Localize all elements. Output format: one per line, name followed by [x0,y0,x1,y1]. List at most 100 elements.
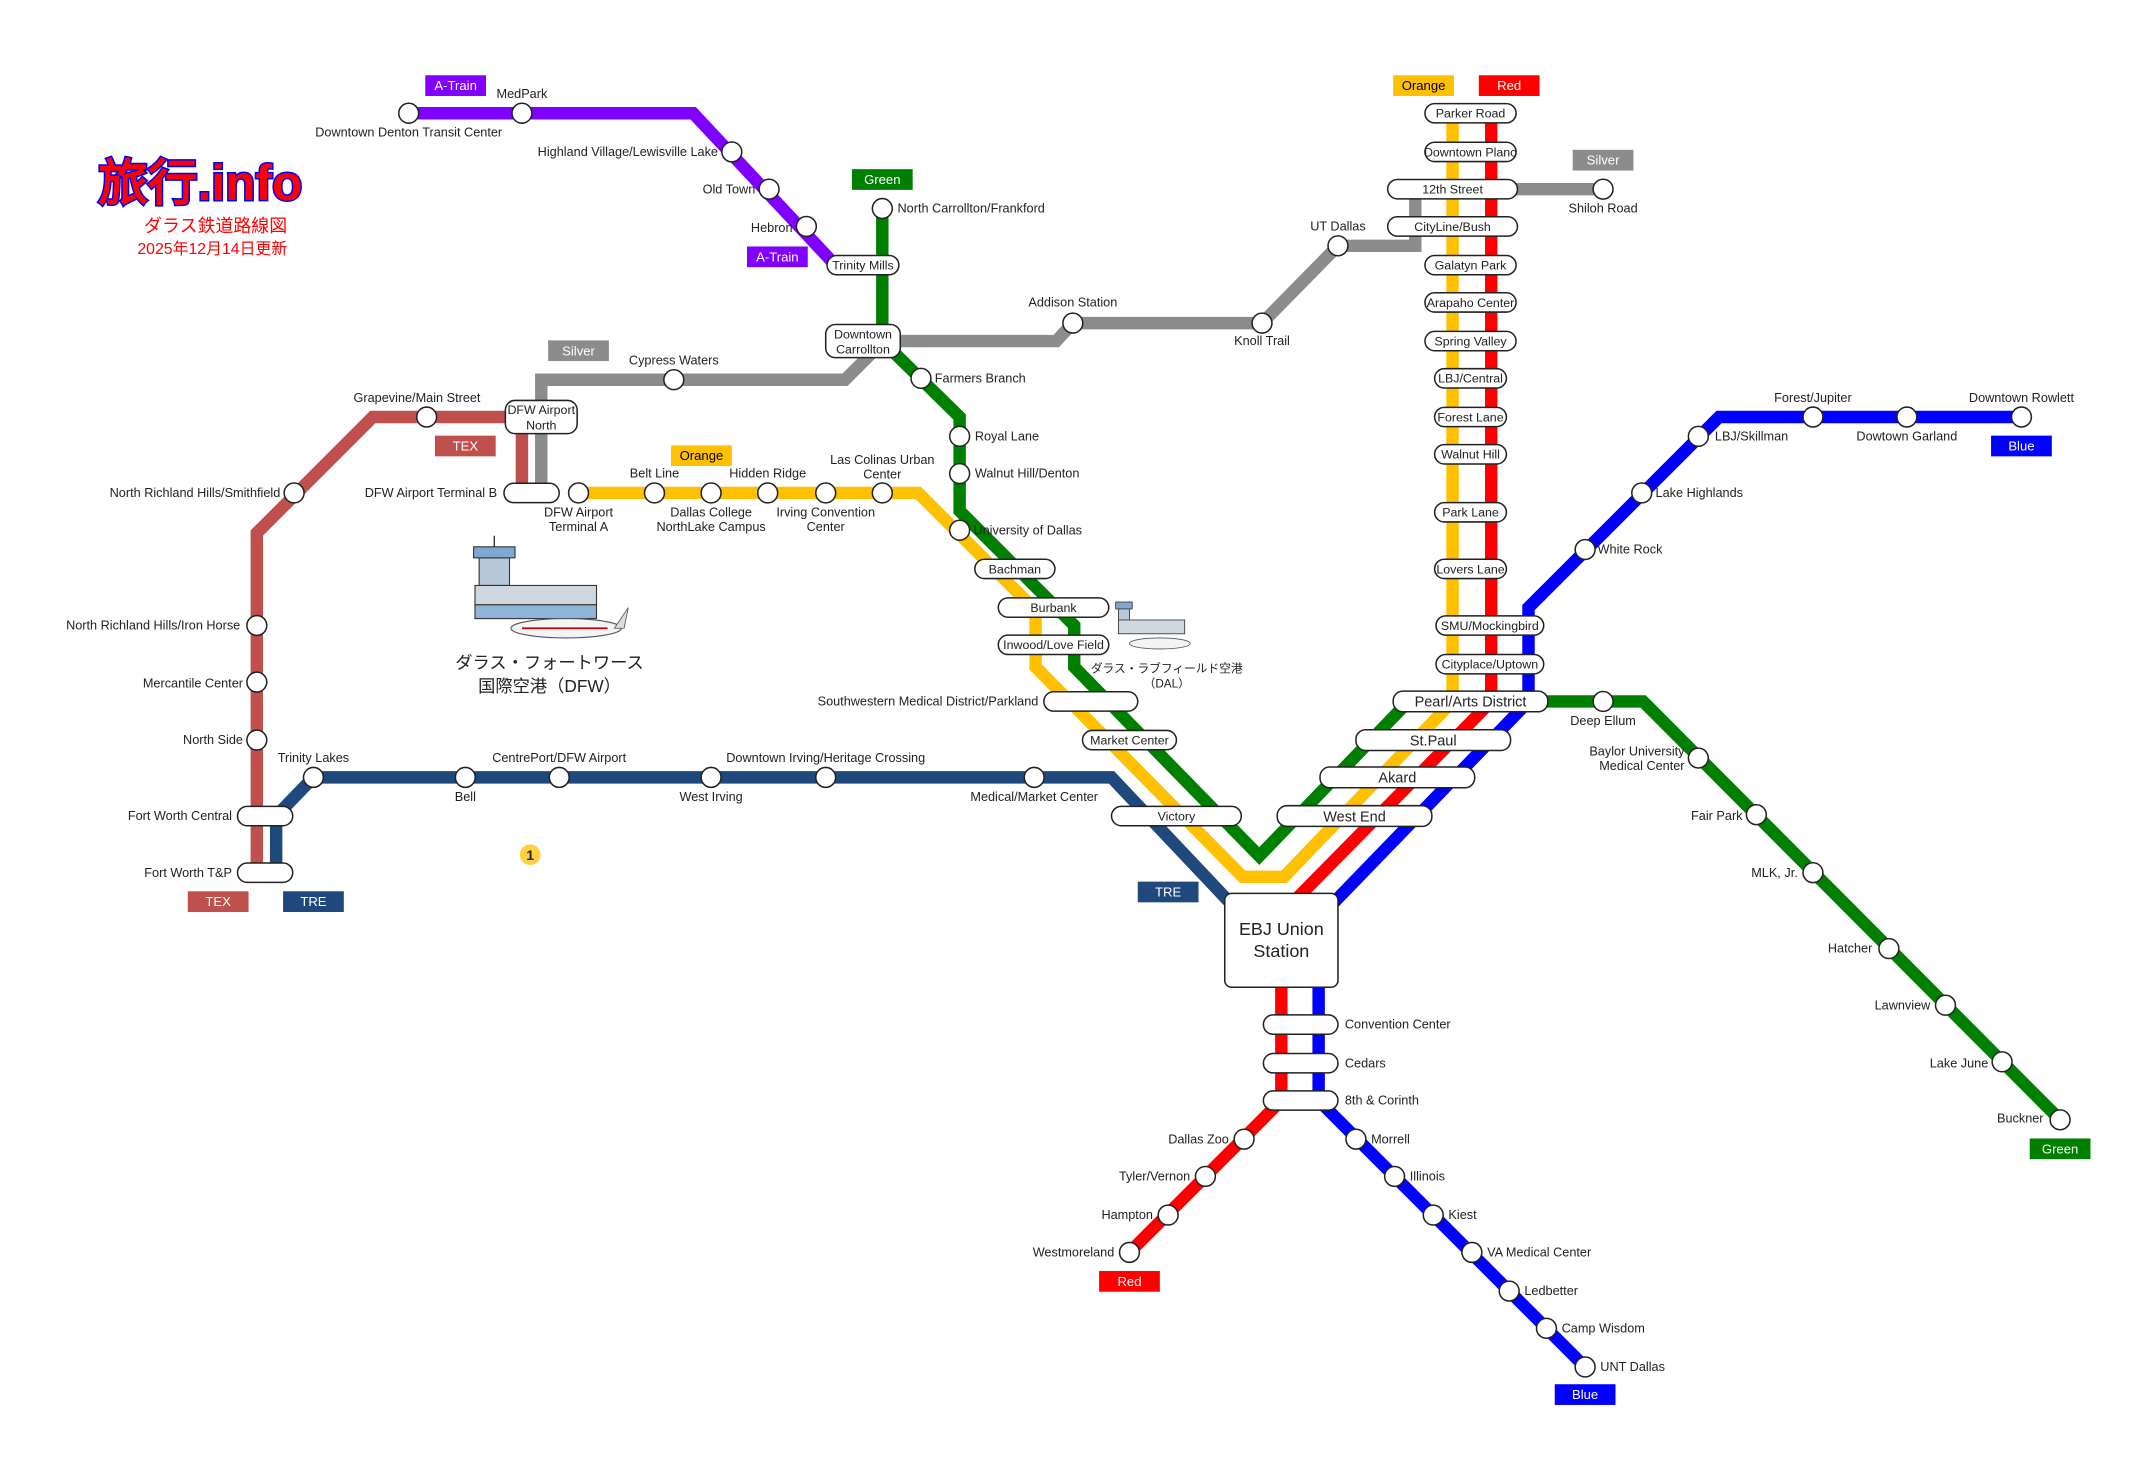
station-marker[interactable] [1118,1241,1141,1264]
station-marker[interactable] [567,482,590,504]
station-fairpark[interactable]: Fair Park [1691,803,1768,826]
station-marker[interactable] [1262,1052,1339,1074]
station-utdallas[interactable]: UT Dallas [1310,220,1366,257]
station-medmarket[interactable]: Medical/Market Center [970,766,1099,804]
station-spring[interactable]: Spring Valley [1424,330,1517,352]
station-oldtown[interactable]: Old Town [703,178,780,200]
station-marker[interactable] [1802,861,1824,884]
station-hampton[interactable]: Hampton [1101,1204,1179,1226]
station-marker[interactable] [997,597,1110,618]
station-udallas[interactable]: University of Dallas [948,519,1082,541]
station-marker[interactable] [1157,1204,1179,1226]
station-centreport[interactable]: CentrePort/DFW Airport [492,751,627,789]
station-vamedical[interactable]: VA Medical Center [1461,1241,1592,1264]
station-dallaszoo[interactable]: Dallas Zoo [1168,1128,1255,1150]
station-convention[interactable]: Convention Center [1262,1014,1451,1035]
station-marker[interactable] [1081,729,1178,751]
station-marker[interactable] [1251,312,1273,334]
station-marker[interactable] [246,614,268,637]
station-pearl[interactable]: Pearl/Arts District [1392,690,1549,713]
station-marker[interactable] [948,425,971,448]
station-trinitymills[interactable]: Trinity Mills [826,254,900,276]
station-marker[interactable] [1592,178,1614,200]
station-fwcentral[interactable]: Fort Worth Central [128,805,294,827]
station-grapevine[interactable]: Grapevine/Main Street [354,391,481,428]
station-marker[interactable] [1433,406,1508,428]
station-smu[interactable]: SMU/Mockingbird [1435,615,1545,636]
station-marker[interactable] [1043,691,1139,712]
station-fwtp[interactable]: Fort Worth T&P [144,862,294,884]
station-marker[interactable] [1498,1280,1520,1302]
station-cityplace[interactable]: Cityplace/Uptown [1435,653,1545,675]
station-marker[interactable] [1422,1204,1444,1226]
station-trinitylakes[interactable]: Trinity Lakes [278,751,349,789]
station-marker[interactable] [1383,1165,1406,1188]
station-marker[interactable] [1392,690,1549,713]
station-kiest[interactable]: Kiest [1422,1204,1477,1226]
station-rowlett[interactable]: Downtown Rowlett [1969,391,2075,428]
station-victory[interactable]: Victory [1110,805,1243,827]
station-marker[interactable] [1433,501,1508,523]
station-marker[interactable] [1934,994,1957,1016]
station-nrhsmith[interactable]: North Richland Hills/Smithfield [110,482,305,504]
station-marker[interactable] [1262,1090,1339,1111]
station-walnutdenton[interactable]: Walnut Hill/Denton [948,462,1080,485]
station-marker[interactable] [814,482,837,504]
station-marker[interactable] [824,323,902,359]
station-addison[interactable]: Addison Station [1028,296,1117,334]
station-marker[interactable] [721,141,743,163]
station-westmoreland[interactable]: Westmoreland [1033,1241,1141,1264]
station-marker[interactable] [948,462,971,485]
station-marker[interactable] [1355,728,1512,752]
station-marker[interactable] [1991,1051,2013,1073]
station-marker[interactable] [246,671,268,693]
station-marker[interactable] [1110,805,1243,827]
station-marker[interactable] [1631,482,1653,504]
station-plano[interactable]: Downtown Plano [1424,141,1517,163]
station-shiloh[interactable]: Shiloh Road [1569,178,1638,216]
station-marker[interactable] [1535,1317,1558,1340]
station-forestlane[interactable]: Forest Lane [1433,406,1508,428]
station-dentontc[interactable]: Downtown Denton Transit Center [315,102,503,140]
station-marker[interactable] [1386,178,1519,200]
station-marker[interactable] [2049,1109,2071,1131]
station-marker[interactable] [283,482,305,504]
station-lakejune[interactable]: Lake June [1930,1051,2013,1073]
station-marker[interactable] [1223,892,1339,989]
station-marker[interactable] [1433,367,1508,389]
station-lbjcentral[interactable]: LBJ/Central [1433,367,1508,389]
station-campwisdom[interactable]: Camp Wisdom [1535,1317,1645,1340]
station-marker[interactable] [246,729,268,751]
station-marker[interactable] [1461,1241,1483,1264]
station-marker[interactable] [1262,1014,1339,1035]
station-medpark[interactable]: MedPark [497,87,548,124]
station-marker[interactable] [1424,254,1517,276]
station-parklane[interactable]: Park Lane [1433,501,1508,523]
station-northside[interactable]: North Side [183,729,268,751]
map-marker[interactable]: 1 [519,844,541,866]
station-eighth[interactable]: 8th & Corinth [1262,1090,1419,1111]
station-lakehighlands[interactable]: Lake Highlands [1631,482,1743,504]
station-swmed[interactable]: Southwestern Medical District/Parkland [818,691,1139,712]
station-marker[interactable] [415,406,438,428]
station-marker[interactable] [1327,235,1349,257]
station-cypress[interactable]: Cypress Waters [629,354,719,391]
station-marker[interactable] [236,862,294,884]
station-arapaho[interactable]: Arapaho Center [1424,291,1517,313]
station-burbank[interactable]: Burbank [997,597,1110,618]
station-marker[interactable] [1424,141,1517,163]
station-lbjskillman[interactable]: LBJ/Skillman [1687,425,1788,448]
station-marker[interactable] [1687,747,1710,769]
station-marker[interactable] [1424,330,1517,352]
station-beltline[interactable]: Belt Line [630,467,679,504]
station-farmers[interactable]: Farmers Branch [910,367,1026,390]
station-untdallas[interactable]: UNT Dallas [1574,1356,1665,1378]
station-dtirving[interactable]: Downtown Irving/Heritage Crossing [726,751,925,789]
station-marker[interactable] [548,766,570,789]
station-lovers[interactable]: Lovers Lane [1433,558,1508,580]
station-walnuthill[interactable]: Walnut Hill [1433,443,1508,465]
